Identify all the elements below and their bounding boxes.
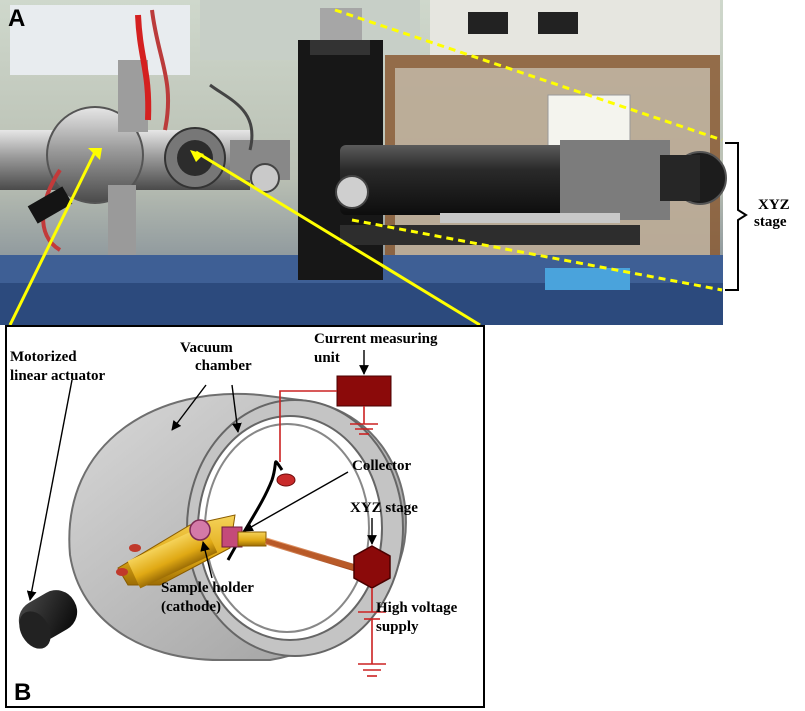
callout-lines bbox=[8, 8, 723, 327]
xyz-stage-label-line1: XYZ bbox=[758, 197, 790, 213]
current-measuring-unit-box bbox=[336, 375, 392, 407]
panel-b-letter: B bbox=[14, 679, 31, 706]
xyz-stage-bracket bbox=[725, 142, 748, 291]
motorized-linear-actuator-label-line2: linear actuator bbox=[10, 368, 105, 384]
collector-label: Collector bbox=[352, 458, 411, 474]
motorized-linear-actuator-label-line1: Motorized bbox=[10, 349, 77, 365]
vacuum-chamber-label-line1: Vacuum bbox=[180, 340, 233, 356]
xyz-stage-label-line2: stage bbox=[754, 214, 787, 230]
sample-holder-label-line1: Sample holder bbox=[161, 580, 254, 596]
vacuum-chamber-label-line2: chamber bbox=[195, 358, 252, 374]
current-measuring-unit-label-line2: unit bbox=[314, 350, 340, 366]
motorized-linear-actuator bbox=[18, 590, 78, 649]
xyz-stage-hexagon bbox=[353, 545, 391, 589]
panel-a-letter: A bbox=[8, 5, 25, 32]
xyz-stage-rod bbox=[237, 531, 364, 574]
panel-a-photo bbox=[0, 0, 727, 325]
circuit-line bbox=[279, 390, 337, 462]
high-voltage-supply-label-line1: High voltage bbox=[376, 600, 458, 616]
xyz-stage-label-b: XYZ stage bbox=[350, 500, 418, 516]
high-voltage-supply-symbol bbox=[358, 588, 386, 677]
current-measuring-unit-label-line1: Current measuring bbox=[314, 331, 438, 347]
sample-holder-label-line2: (cathode) bbox=[161, 599, 221, 615]
ground-symbol-top bbox=[350, 406, 378, 435]
sample-holder bbox=[116, 514, 236, 589]
leader-arrows bbox=[26, 350, 377, 601]
high-voltage-supply-label-line2: supply bbox=[376, 619, 419, 635]
panel-b-schematic bbox=[5, 325, 485, 708]
